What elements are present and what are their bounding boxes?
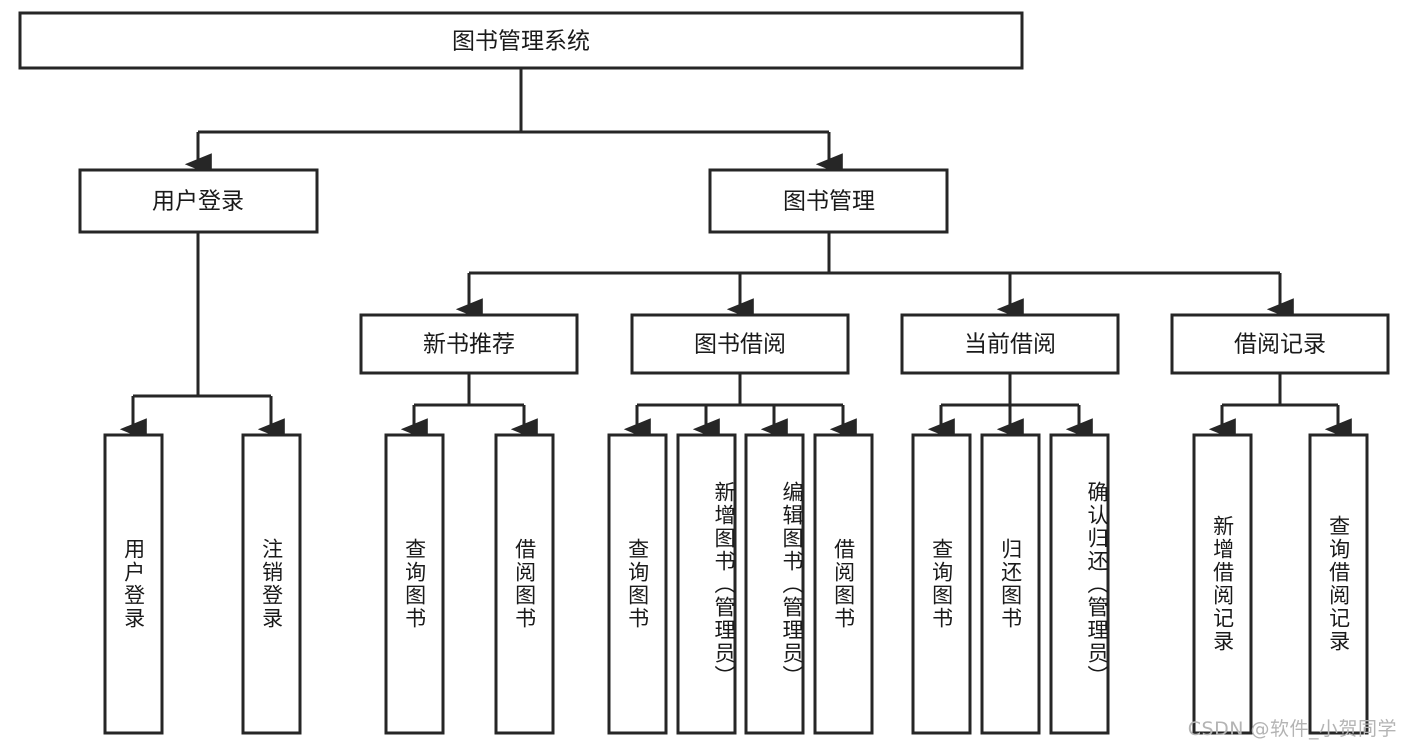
- leaf-box-query-book-3[interactable]: [911, 433, 972, 735]
- node-book-management-label: 图书管理: [783, 189, 875, 215]
- node-user-login[interactable]: 用户登录: [78, 168, 319, 234]
- leaf-box-add-book[interactable]: [676, 433, 737, 735]
- leaf-box-logout-login[interactable]: [241, 433, 302, 735]
- node-new-book-recommend-label: 新书推荐: [423, 332, 515, 358]
- leaf-box-return-book[interactable]: [980, 433, 1041, 735]
- leaf-box-query-record[interactable]: [1308, 433, 1369, 735]
- leaf-box-confirm-return[interactable]: [1049, 433, 1110, 735]
- node-root-label: 图书管理系统: [452, 29, 590, 55]
- connector-userlogin-to-leaves: [119, 232, 285, 441]
- node-current-borrow[interactable]: 当前借阅: [900, 313, 1120, 375]
- connector-borrowrecord-to-leaves: [1208, 373, 1352, 441]
- connector-currentborrow-to-leaves: [927, 373, 1093, 441]
- node-root[interactable]: 图书管理系统: [18, 11, 1024, 70]
- leaf-box-query-book-1[interactable]: [384, 433, 445, 735]
- connector-bookborrow-to-leaves: [623, 373, 857, 441]
- leaf-boxes: [103, 433, 1369, 735]
- node-borrow-record[interactable]: 借阅记录: [1170, 313, 1390, 375]
- node-book-borrow-label: 图书借阅: [694, 332, 786, 358]
- node-book-borrow[interactable]: 图书借阅: [630, 313, 850, 375]
- csdn-watermark: CSDN @软件_小贺同学: [1187, 718, 1397, 740]
- leaf-box-borrow-book-1[interactable]: [494, 433, 555, 735]
- leaf-box-borrow-book-2[interactable]: [813, 433, 874, 735]
- node-current-borrow-label: 当前借阅: [964, 332, 1056, 358]
- leaf-box-add-record[interactable]: [1192, 433, 1253, 735]
- leaf-box-query-book-2[interactable]: [607, 433, 668, 735]
- leaf-box-user-login[interactable]: [103, 433, 164, 735]
- node-new-book-recommend[interactable]: 新书推荐: [359, 313, 579, 375]
- node-book-management[interactable]: 图书管理: [708, 168, 949, 234]
- connector-newbook-to-leaves: [400, 373, 538, 441]
- leaf-box-edit-book[interactable]: [744, 433, 805, 735]
- connector-bookmgmt-to-level3: [455, 232, 1294, 321]
- node-user-login-label: 用户登录: [152, 189, 244, 215]
- node-borrow-record-label: 借阅记录: [1234, 332, 1326, 358]
- connector-root-to-level2: [184, 68, 843, 176]
